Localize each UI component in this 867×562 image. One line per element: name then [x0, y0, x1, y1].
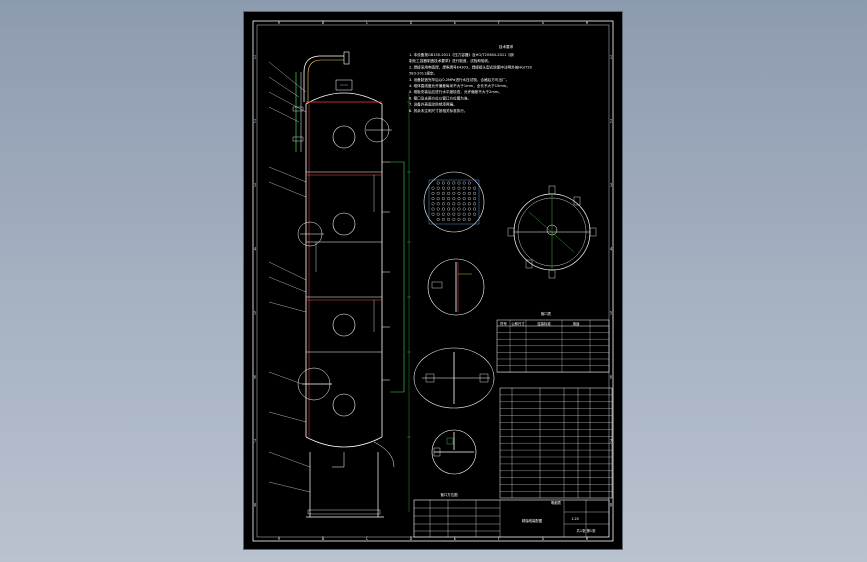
- nozzle-table-header: 连接标准: [537, 321, 551, 326]
- scale-value: 1:20: [571, 517, 579, 521]
- drawing-canvas: A B C D E F G H A B C D E F G H 1 2 3 4 5 6 7 8 1 2 3 4 5 6 7 8: [252, 20, 614, 542]
- tray-detail-view: [423, 171, 485, 233]
- note-line: 2. 焊接采用电弧焊，焊条牌号E4303，焊接接头型式除图中注明外按HG/T20: [409, 64, 533, 69]
- note-line: 583-2011规定。: [409, 71, 437, 76]
- nozzle-table: 管口表 符号公称尺寸 连接标准 用途: [496, 311, 610, 373]
- nozzle-orientation-view: [507, 185, 597, 279]
- note-line: 4. 塔体直线度允许偏差每米不大于1mm，全长不大于15mm。: [409, 83, 510, 88]
- zone-letter-bottom: D: [410, 536, 413, 541]
- view-label: 管口方位图: [441, 492, 459, 497]
- zone-letter-bottom: A: [278, 536, 281, 541]
- zone-number-left: 2: [254, 119, 257, 124]
- zone-letter-bottom: C: [366, 536, 369, 541]
- zone-number-right: 2: [610, 119, 613, 124]
- parts-list-title: 明细表: [551, 500, 562, 505]
- drawing-name: 精馏塔装配图: [522, 518, 543, 523]
- zone-number-right: 5: [610, 311, 613, 316]
- zone-letter-top: E: [454, 20, 457, 25]
- zone-number-right: 4: [610, 247, 613, 252]
- note-line: 8. 其余未注明尺寸按相关标准执行。: [409, 108, 467, 113]
- zone-letter-top: A: [278, 20, 281, 25]
- zone-letter-top: C: [366, 20, 369, 25]
- nozzle-table-title: 管口表: [541, 311, 552, 316]
- weld-detail-b: [413, 347, 495, 409]
- note-line: 1. 本设备按GB150-2011《压力容器》及HG/T20584-2011《钢: [409, 52, 514, 57]
- zone-number-right: 6: [610, 375, 613, 380]
- zone-letter-bottom: G: [542, 536, 545, 541]
- zone-letter-top: H: [586, 20, 589, 25]
- note-line: 7. 设备外表面涂防锈漆两遍。: [409, 102, 457, 107]
- technical-notes: 1. 本设备按GB150-2011《压力容器》及HG/T20584-2011《钢…: [409, 52, 533, 113]
- zone-number-right: 8: [610, 503, 613, 508]
- distillation-column: [292, 51, 405, 518]
- zone-number-right: 7: [610, 439, 613, 444]
- zone-letter-top: G: [542, 20, 545, 25]
- parts-list-table: 明细表: [499, 387, 613, 505]
- zone-letter-top: F: [498, 20, 501, 25]
- nozzle-table-header: 符号: [500, 321, 507, 326]
- zone-number-left: 4: [254, 247, 257, 252]
- zone-number-left: 3: [254, 183, 257, 188]
- weld-detail-c: [431, 429, 477, 475]
- cad-drawing-sheet: A B C D E F G H A B C D E F G H 1 2 3 4 5 6 7 8 1 2 3 4 5 6 7 8: [244, 12, 622, 549]
- outer-border: [252, 20, 614, 542]
- zone-letter-top: D: [410, 20, 413, 25]
- note-line: 5. 塔板安装后应进行水平度检查，允许偏差不大于2mm。: [409, 89, 502, 94]
- zone-number-right: 3: [610, 183, 613, 188]
- zone-letter-bottom: E: [454, 536, 457, 541]
- weld-detail-a: [427, 258, 485, 316]
- zone-letter-bottom: B: [322, 536, 325, 541]
- zone-letter-bottom: F: [498, 536, 501, 541]
- zone-number-left: 8: [254, 503, 257, 508]
- zone-number-left: 7: [254, 439, 257, 444]
- zone-letter-top: B: [322, 20, 325, 25]
- note-line: 6. 管口及支座方位以管口方位图为准。: [409, 95, 471, 100]
- zone-number-left: 6: [254, 375, 257, 380]
- note-line: 制化工容器制造技术要求》进行制造、试验和验收。: [409, 58, 492, 63]
- zone-number-right: 1: [610, 55, 613, 60]
- notes-title: 技术要求: [499, 44, 514, 49]
- nozzle-table-header: 用途: [573, 321, 580, 326]
- zone-number-left: 1: [254, 55, 257, 60]
- zone-letter-bottom: H: [586, 536, 589, 541]
- sheet-count: 共1张 第1张: [577, 528, 597, 533]
- zone-number-left: 5: [254, 311, 257, 316]
- nozzle-table-header: 公称尺寸: [511, 321, 525, 326]
- title-block: 精馏塔装配图 1:20 共1张 第1张: [413, 499, 610, 538]
- note-line: 3. 设备制造完毕后以0.2MPa进行水压试验，合格后方可出厂。: [409, 77, 509, 82]
